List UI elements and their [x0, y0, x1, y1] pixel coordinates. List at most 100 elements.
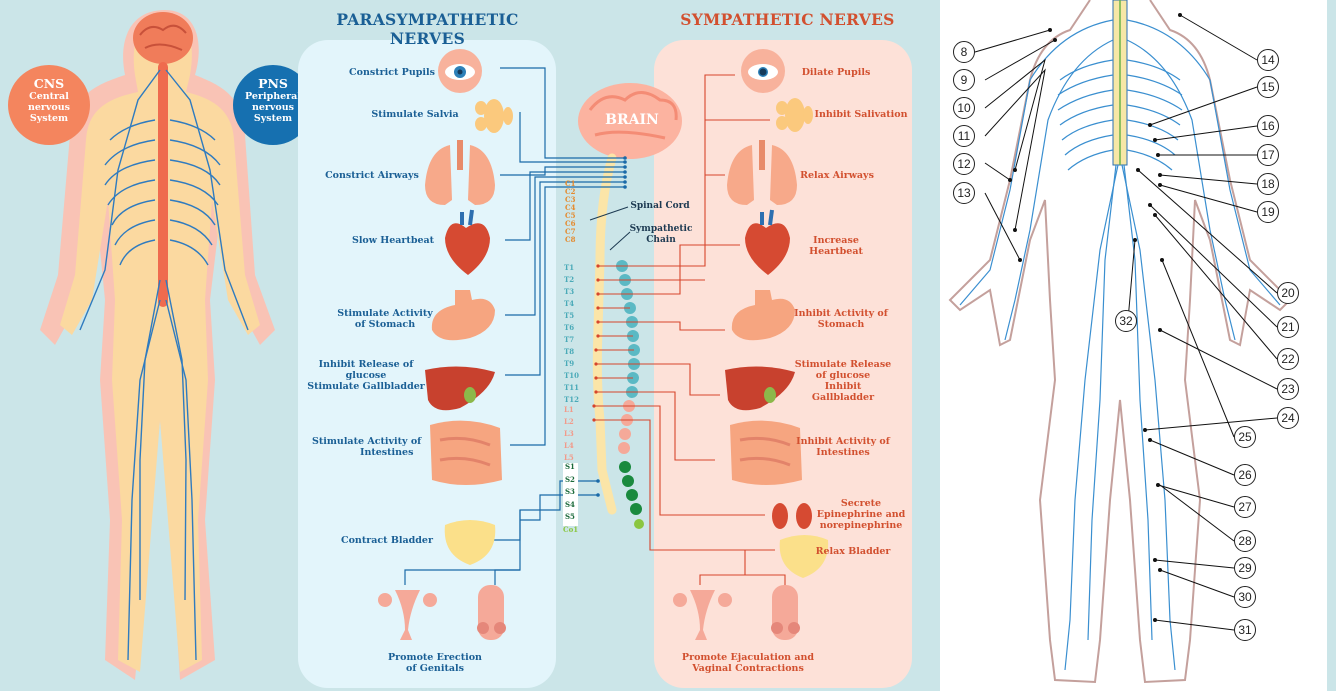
- segment-s3: S3: [563, 488, 578, 501]
- callout-9: 9: [953, 69, 975, 91]
- eye-icon-symp: [741, 49, 785, 93]
- callout-11: 11: [953, 125, 975, 147]
- callout-25: 25: [1234, 426, 1256, 448]
- intestines-icon-para: [430, 421, 502, 485]
- symp-intestines-line1: Inhibit Activity of: [793, 436, 893, 447]
- para-label-glucose: Inhibit Release of glucose Stimulate Gal…: [306, 359, 426, 392]
- para-label-genitals: Promote Erection of Genitals: [380, 652, 490, 674]
- callout-27: 27: [1234, 496, 1256, 518]
- bladder-icon-para: [445, 520, 496, 565]
- symp-label-pupils: Dilate Pupils: [786, 67, 886, 78]
- thoracic-segments: T1 T2 T3 T4 T5 T6 T7 T8 T9 T10 T11 T12: [564, 264, 579, 408]
- stomach-icon-para: [432, 290, 495, 340]
- para-label-heartbeat: Slow Heartbeat: [343, 235, 443, 246]
- lungs-icon-para: [425, 140, 495, 205]
- sympathetic-chain-label: Sympathetic Chain: [622, 224, 700, 246]
- female-reproductive-icon-symp: [673, 590, 732, 640]
- male-reproductive-icon-para: [477, 585, 506, 640]
- symp-label-stomach: Inhibit Activity of Stomach: [791, 308, 891, 330]
- adrenal-kidney-icon-symp: [772, 503, 812, 529]
- symp-label-heartbeat: Increase Heartbeat: [786, 235, 886, 257]
- callout-22: 22: [1277, 348, 1299, 370]
- symp-label-intestines: Inhibit Activity of Intestines: [793, 436, 893, 458]
- symp-label-airways: Relax Airways: [797, 170, 877, 181]
- callout-28: 28: [1234, 530, 1256, 552]
- callout-12: 12: [953, 153, 975, 175]
- segment-s1: S1: [563, 463, 578, 476]
- liver-icon-para: [425, 366, 495, 410]
- callout-18: 18: [1257, 173, 1279, 195]
- para-glucose-line3: Stimulate Gallbladder: [306, 381, 426, 392]
- cns-line4: System: [8, 113, 90, 124]
- heart-icon-para: [445, 210, 490, 275]
- para-stomach-line2: of Stomach: [330, 319, 440, 330]
- para-intestines-line2: Intestines: [312, 447, 430, 458]
- right-edge-strip: [1327, 0, 1336, 691]
- symp-label-glucose: Stimulate Release of glucose Inhibit Gal…: [793, 359, 893, 403]
- para-label-intestines: Stimulate Activity of Intestines: [312, 436, 430, 458]
- callout-23: 23: [1277, 378, 1299, 400]
- para-genitals-line2: of Genitals: [380, 663, 490, 674]
- numbered-body-illustration: [940, 0, 1327, 691]
- callout-31: 31: [1234, 619, 1256, 641]
- callout-32: 32: [1115, 310, 1137, 332]
- sacral-segments: S1 S2 S3 S4 S5 Co1: [563, 463, 578, 538]
- para-label-stomach: Stimulate Activity of Stomach: [330, 308, 440, 330]
- lumbar-segments: L1 L2 L3 L4 L5: [564, 406, 574, 466]
- callout-13: 13: [953, 182, 975, 204]
- symp-label-bladder: Relax Bladder: [810, 546, 896, 557]
- liver-icon-symp: [725, 366, 795, 410]
- brain-label: BRAIN: [600, 112, 664, 128]
- symp-intestines-line2: Intestines: [793, 447, 893, 458]
- para-glucose-line2: glucose: [306, 370, 426, 381]
- cns-title: CNS: [8, 77, 90, 91]
- para-glucose-line1: Inhibit Release of: [306, 359, 426, 370]
- symp-label-epinephrine: Secrete Epinephrine and norepinephrine: [812, 498, 910, 531]
- symp-glucose-line1: Stimulate Release: [793, 359, 893, 370]
- symp-stomach-line1: Inhibit Activity of: [791, 308, 891, 319]
- para-stomach-line1: Stimulate Activity: [330, 308, 440, 319]
- symp-glucose-line3: Inhibit Gallbladder: [793, 381, 893, 403]
- sympathetic-title: SYMPATHETIC NERVES: [660, 10, 915, 29]
- callout-24: 24: [1277, 407, 1299, 429]
- callout-14: 14: [1257, 49, 1279, 71]
- symp-label-salivation: Inhibit Salivation: [812, 109, 910, 120]
- callout-17: 17: [1257, 144, 1279, 166]
- female-reproductive-icon-para: [378, 590, 437, 640]
- sympathetic-chain-line2: Chain: [622, 235, 700, 246]
- heart-icon-symp: [745, 210, 790, 275]
- stomach-icon-symp: [732, 290, 795, 340]
- sympathetic-chain-line1: Sympathetic: [622, 224, 700, 235]
- intestines-icon-symp: [730, 421, 802, 485]
- callout-30: 30: [1234, 586, 1256, 608]
- para-genitals-line1: Promote Erection: [380, 652, 490, 663]
- callout-8: 8: [953, 41, 975, 63]
- cervical-segments: C1 C2 C3 C4 C5 C6 C7 C8: [565, 180, 575, 244]
- para-label-salvia: Stimulate Salvia: [360, 109, 470, 120]
- cns-line3: nervous: [8, 102, 90, 113]
- symp-epinephrine-line3: norepinephrine: [812, 520, 910, 531]
- segment-co1: Co1: [563, 526, 578, 538]
- cns-line2: Central: [8, 91, 90, 102]
- callout-26: 26: [1234, 464, 1256, 486]
- symp-label-genitals: Promote Ejaculation and Vaginal Contract…: [670, 652, 826, 674]
- callout-16: 16: [1257, 115, 1279, 137]
- male-reproductive-icon-symp: [771, 585, 800, 640]
- callout-10: 10: [953, 97, 975, 119]
- lungs-icon-symp: [727, 140, 797, 205]
- salivary-gland-icon-symp: [776, 98, 813, 132]
- callout-21: 21: [1277, 316, 1299, 338]
- symp-stomach-line2: Stomach: [791, 319, 891, 330]
- salivary-gland-icon-para: [475, 99, 513, 133]
- spinal-cord-label: Spinal Cord: [620, 201, 700, 212]
- symp-glucose-line2: of glucose: [793, 370, 893, 381]
- segment-c8: C8: [565, 236, 575, 244]
- callout-29: 29: [1234, 557, 1256, 579]
- callout-19: 19: [1257, 201, 1279, 223]
- cns-badge: CNS Central nervous System: [8, 65, 90, 145]
- symp-epinephrine-line1: Secrete: [812, 498, 910, 509]
- symp-epinephrine-line2: Epinephrine and: [812, 509, 910, 520]
- para-intestines-line1: Stimulate Activity of: [312, 436, 430, 447]
- symp-genitals-line1: Promote Ejaculation and: [670, 652, 826, 663]
- para-label-airways: Constrict Airways: [318, 170, 426, 181]
